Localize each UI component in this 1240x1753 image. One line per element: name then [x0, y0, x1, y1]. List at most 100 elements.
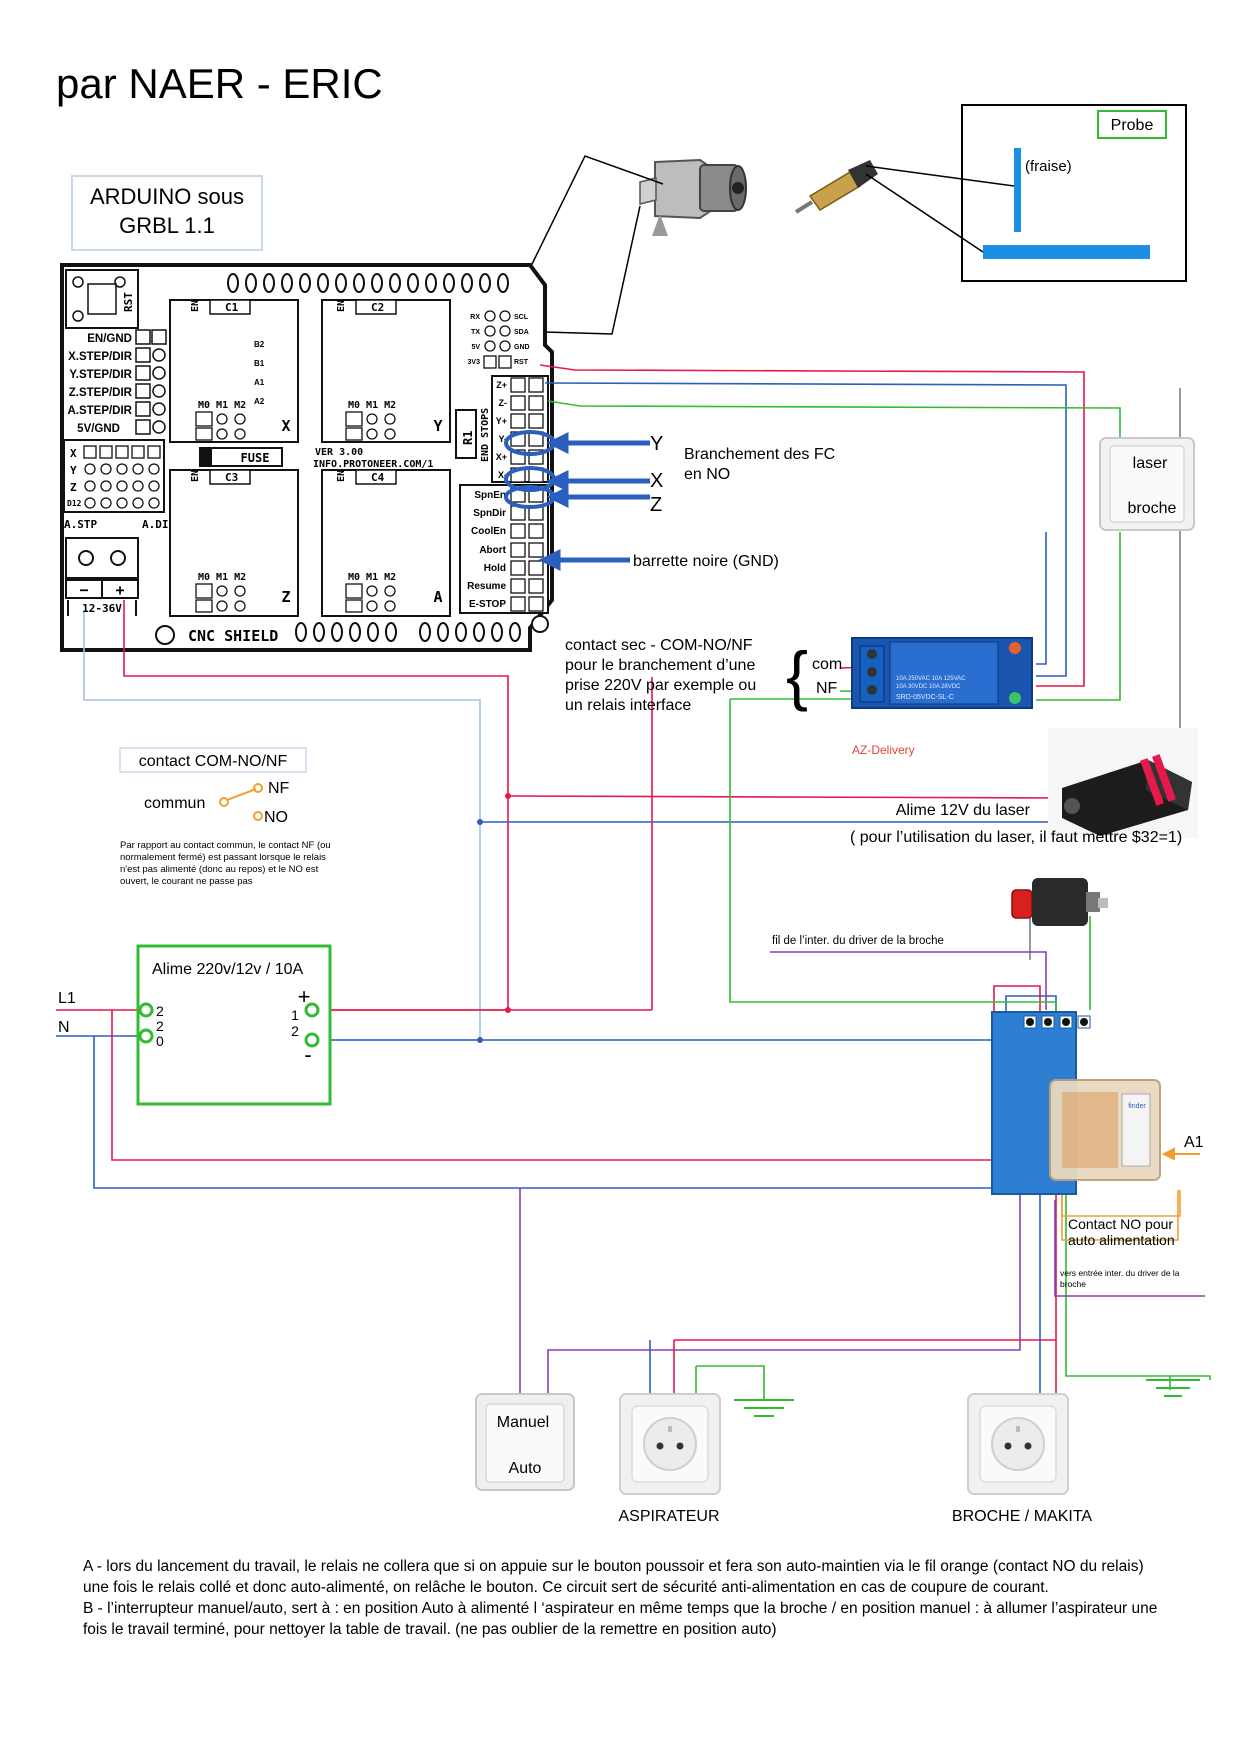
driver-a-pins: M0 M1 M2	[348, 572, 396, 583]
driver-y-pins: M0 M1 M2	[348, 400, 396, 411]
psu-title: Alime 220v/12v / 10A	[152, 961, 304, 978]
relay-module: 10A 250VAC 10A 125VAC 10A 30VDC 10A 28VD…	[851, 637, 1033, 709]
spindle-row-6: E-STOP	[469, 599, 506, 610]
side-pin-b1: B1	[254, 359, 265, 368]
relay-spec-line1: 10A 250VAC 10A 125VAC	[896, 676, 966, 682]
side-pin-a1: A1	[254, 378, 265, 387]
left-label-0: EN/GND	[87, 333, 132, 345]
jack-socket-icon	[639, 158, 747, 236]
left-axis-y: Y	[70, 464, 77, 477]
end-stop-x-plus: X+	[496, 452, 507, 462]
probe-tool-label: (fraise)	[1025, 158, 1072, 175]
top-header-pads	[227, 273, 509, 293]
spindle-row-5: Resume	[467, 581, 506, 592]
version-line2: INFO.PROTONEER.COM/1	[313, 459, 433, 470]
i2c-left-0: RX	[470, 314, 480, 321]
psu-in-pin2: 2	[156, 1018, 164, 1034]
relay-nf-label: NF	[816, 680, 838, 697]
relay-com-label: com	[812, 656, 842, 673]
driver-x-axis: X	[281, 417, 290, 435]
end-stops-title: END STOPS	[480, 408, 491, 462]
power-voltage: 12-36V	[82, 602, 122, 615]
bottom-header-pads	[295, 622, 521, 642]
power-terminal: − + 12-36V	[65, 537, 139, 616]
relay-desc-3: un relais interface	[565, 697, 691, 714]
a-dir-label: A.DIR	[142, 518, 175, 531]
end-stop-x-minus: X-	[498, 470, 507, 480]
i2c-right-0: SCL	[514, 314, 529, 321]
mains-l1-label: L1	[58, 990, 76, 1007]
legend-text-1: normalement fermé) est passant lorsque l…	[120, 852, 326, 863]
side-pin-b2: B2	[254, 340, 265, 349]
footer-notes: A - lors du lancement du travail, le rel…	[83, 1556, 1163, 1640]
legend-common: commun	[144, 795, 205, 812]
finder-relay: finder	[991, 1011, 1161, 1195]
arduino-label-box: ARDUINO sous GRBL 1.1	[71, 175, 263, 251]
manual-auto-switch: Manuel Auto	[475, 1393, 575, 1491]
driver-y: C2 EN M0 M1 M2 Y	[321, 299, 451, 443]
fc-z-label: Z	[650, 494, 662, 516]
legend-title: contact COM-NO/NF	[139, 753, 288, 770]
to-driver-line2: broche	[1060, 1279, 1086, 1289]
i2c-right-3: RST	[514, 359, 529, 366]
driver-y-en: EN	[336, 300, 347, 312]
switch-broche-label: broche	[1128, 500, 1177, 517]
driver-a-axis: A	[433, 588, 442, 606]
driver-x: C1 EN M0 M1 M2 X	[169, 299, 299, 443]
driver-z-cap: C3	[225, 471, 238, 484]
push-button-icon	[1011, 878, 1108, 926]
psu-out-pin2: 2	[291, 1023, 299, 1039]
driver-z-axis: Z	[281, 588, 290, 606]
driver-z-pins: M0 M1 M2	[198, 572, 246, 583]
contact-no-line2: auto alimentation	[1068, 1232, 1175, 1248]
page-title: par NAER - ERIC	[56, 60, 383, 107]
arduino-label-line2: GRBL 1.1	[119, 213, 215, 238]
left-label-5: 5V/GND	[77, 423, 120, 435]
mains-n-label: N	[58, 1019, 70, 1036]
spindle-row-0: SpnEn	[474, 490, 506, 501]
left-label-2: Y.STEP/DIR	[69, 369, 132, 381]
outlet-vacuum	[619, 1393, 721, 1495]
i2c-right-2: GND	[514, 344, 530, 351]
driver-a-en: EN	[336, 470, 347, 482]
fc-text-line1: Branchement des FC	[684, 446, 835, 463]
version-line1: VER 3.00	[315, 447, 363, 458]
driver-a: C4 EN M0 M1 M2 A	[321, 469, 451, 617]
legend-no: NO	[264, 809, 288, 826]
left-axis-z: Z	[70, 481, 77, 494]
switch-auto-label: Auto	[509, 1460, 542, 1477]
i2c-block: RX TX 5V 3V3 SCL SDA GND RST	[468, 310, 530, 369]
spindle-row-1: SpnDir	[473, 508, 506, 519]
cnc-shield-name: CNC SHIELD	[188, 627, 278, 645]
end-stop-y-plus: Y+	[496, 416, 507, 426]
relay-spec-line2: 10A 30VDC 10A 28VDC	[896, 684, 961, 690]
cnc-shield: RST EN/GND X.STEP/DIR Y.STEP/DIR Z.STEP/…	[60, 263, 554, 652]
relay-model: SRD-05VDC-SL-C	[896, 694, 954, 701]
fuse-label: FUSE	[241, 451, 270, 465]
relay-brace: {	[786, 638, 808, 712]
outlet-spindle-label: BROCHE / MAKITA	[952, 1508, 1092, 1525]
spindle-wire-label: fil de l’inter. du driver de la broche	[772, 935, 944, 947]
i2c-left-1: TX	[471, 329, 480, 336]
i2c-left-2: 5V	[471, 344, 480, 351]
legend-nf: NF	[268, 780, 290, 797]
left-label-1: X.STEP/DIR	[68, 351, 133, 363]
power-minus: −	[79, 581, 88, 599]
driver-y-cap: C2	[371, 301, 384, 314]
finder-a1-label: A1	[1184, 1134, 1204, 1151]
driver-z: C3 EN M0 M1 M2 Z	[169, 469, 299, 617]
i2c-right-1: SDA	[514, 329, 529, 336]
ground-symbol-spindle	[1146, 1379, 1200, 1397]
psu-out-pin1: 1	[291, 1007, 299, 1023]
relay-brand: AZ-Delivery	[852, 743, 915, 757]
left-label-3: Z.STEP/DIR	[69, 387, 133, 399]
wires	[56, 364, 1211, 1400]
left-label-4: A.STEP/DIR	[67, 405, 132, 417]
end-stop-block: Z+ Z- Y+ Y- X+ X-	[491, 375, 549, 483]
i2c-left-3: 3V3	[468, 359, 481, 366]
footer-note-a: A - lors du lancement du travail, le rel…	[83, 1558, 1144, 1596]
power-plus: +	[115, 581, 124, 599]
relay-desc-1: pour le branchement d’une	[565, 657, 755, 674]
reset-button-outline	[65, 269, 139, 329]
driver-x-en: EN	[190, 300, 201, 312]
